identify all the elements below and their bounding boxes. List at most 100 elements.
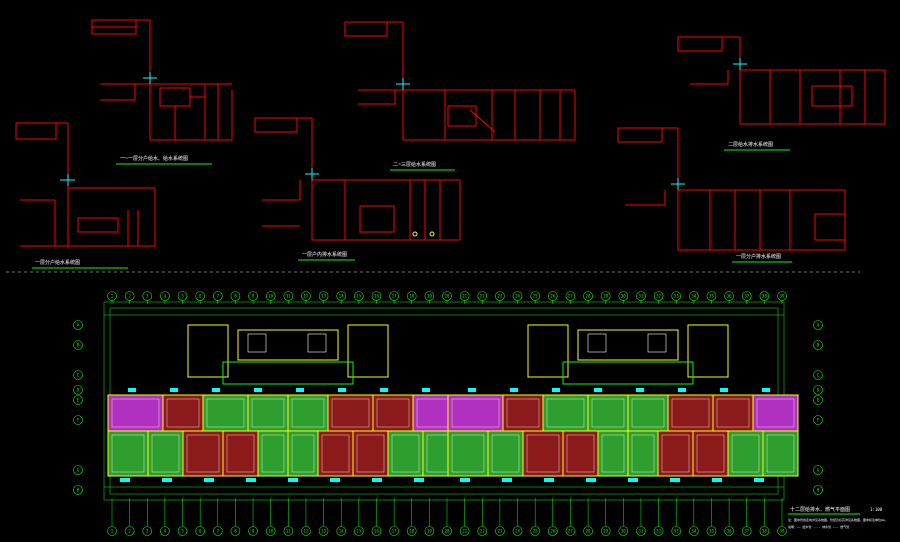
- axis-label: D: [817, 388, 820, 393]
- room-red: [182, 430, 224, 477]
- axis-label: 9: [252, 294, 255, 299]
- axis-bubble: [813, 385, 823, 395]
- riser-diagram-d2: [344, 21, 576, 141]
- axis-label: 26: [550, 529, 555, 534]
- axis-label: 21: [462, 294, 467, 299]
- axis-bubble: [442, 526, 452, 536]
- axis-bubble: [371, 526, 382, 536]
- axis-label: 27: [568, 529, 573, 534]
- axis-label: 5: [181, 529, 184, 534]
- stair-core: [527, 324, 569, 378]
- axis-label: F: [77, 418, 80, 423]
- axis-bubble: [813, 415, 823, 425]
- room-red-inner: [186, 434, 220, 473]
- fixture-marker: [338, 388, 346, 392]
- room-green: [727, 430, 764, 477]
- axis-label: 11: [286, 529, 291, 534]
- fixture-marker: [212, 388, 220, 392]
- room-green-inner: [291, 434, 315, 473]
- room-red-inner: [331, 398, 370, 428]
- axis-label: 38: [762, 529, 767, 534]
- axis-label: D: [77, 388, 80, 393]
- room-red-inner: [376, 398, 410, 428]
- fixture-marker: [128, 388, 136, 392]
- axis-label: 5: [181, 294, 184, 299]
- axis-bubble: [813, 465, 823, 475]
- room-green: [202, 394, 249, 432]
- axis-bubble: [583, 526, 593, 536]
- axis-label: 35: [709, 529, 714, 534]
- axis-label: 28: [586, 529, 591, 534]
- axis-label: 19: [427, 294, 432, 299]
- plan-scale: 1:100: [870, 507, 883, 512]
- fixture-marker: [288, 478, 298, 482]
- fixture-marker: [670, 478, 680, 482]
- axis-label: E: [817, 398, 820, 403]
- axis-label: 2: [128, 529, 131, 534]
- fixture-marker: [296, 388, 304, 392]
- axis-label: F: [817, 418, 820, 423]
- axis-bubble: [265, 526, 276, 536]
- axis-bubble: [336, 526, 347, 536]
- fixture-marker: [120, 478, 130, 482]
- riser-captions: 一~一层分户给水、给水系统图 二~三层给水系统图 二层给水排水系统图 一层分户给…: [32, 141, 792, 269]
- fixture-marker: [162, 478, 172, 482]
- axis-label: 4: [164, 294, 167, 299]
- axis-label: 20: [445, 294, 450, 299]
- room-green-inner: [631, 434, 655, 473]
- axis-label: 1: [111, 529, 114, 534]
- axis-label: 2: [128, 294, 131, 299]
- axis-label: G: [77, 468, 80, 473]
- room-green-inner: [731, 434, 760, 473]
- room-green-inner: [591, 398, 625, 428]
- axis-label: 12: [304, 294, 309, 299]
- axis-label: 33: [674, 529, 679, 534]
- fixture-marker: [330, 478, 340, 482]
- axis-bubble: [741, 526, 752, 536]
- room-magenta: [107, 394, 164, 432]
- room-red-inner: [566, 434, 595, 473]
- axis-label: 14: [339, 294, 344, 299]
- axis-bubble: [73, 395, 83, 405]
- axis-label: 1: [111, 294, 114, 299]
- room-green: [147, 430, 184, 477]
- room-green-inner: [261, 434, 285, 473]
- stair-core: [187, 324, 229, 378]
- room-green-inner: [151, 434, 180, 473]
- axis-bubble: [389, 526, 399, 536]
- room-red: [562, 430, 599, 477]
- fixture-marker: [594, 388, 602, 392]
- axis-label: 35: [709, 294, 714, 299]
- axis-bubble: [724, 526, 734, 536]
- axis-label: 36: [727, 529, 732, 534]
- room-magenta: [752, 394, 799, 432]
- axis-label: 25: [533, 294, 538, 299]
- room-red-inner: [166, 398, 200, 428]
- axis-bubble: [212, 526, 223, 536]
- axis-label: 3: [146, 529, 149, 534]
- caption-d4: 一层分户给水系统图: [35, 259, 80, 266]
- axis-bubble: [230, 526, 241, 536]
- room-green-inner: [766, 434, 795, 473]
- elevator-core: [577, 329, 679, 361]
- axis-bubble: [406, 526, 417, 536]
- axis-bubble: [283, 526, 294, 536]
- elevator-shaft: [247, 333, 267, 353]
- elevator-shaft: [587, 333, 607, 353]
- axis-bubble: [813, 370, 823, 380]
- axis-label: E: [77, 398, 80, 403]
- axis-label: 13: [321, 294, 326, 299]
- axis-label: 18: [409, 529, 414, 534]
- axis-label: C: [817, 373, 820, 378]
- room-green-inner: [391, 434, 420, 473]
- fixture-marker: [544, 478, 554, 482]
- axis-label: 30: [621, 294, 626, 299]
- axis-label: 3: [146, 294, 149, 299]
- axis-label: 20: [445, 529, 450, 534]
- axis-bubble: [813, 395, 823, 405]
- axis-label: 8: [234, 529, 237, 534]
- room-green: [587, 394, 629, 432]
- axis-bubble: [777, 526, 787, 536]
- room-red-inner: [356, 434, 385, 473]
- fixture-marker: [628, 478, 638, 482]
